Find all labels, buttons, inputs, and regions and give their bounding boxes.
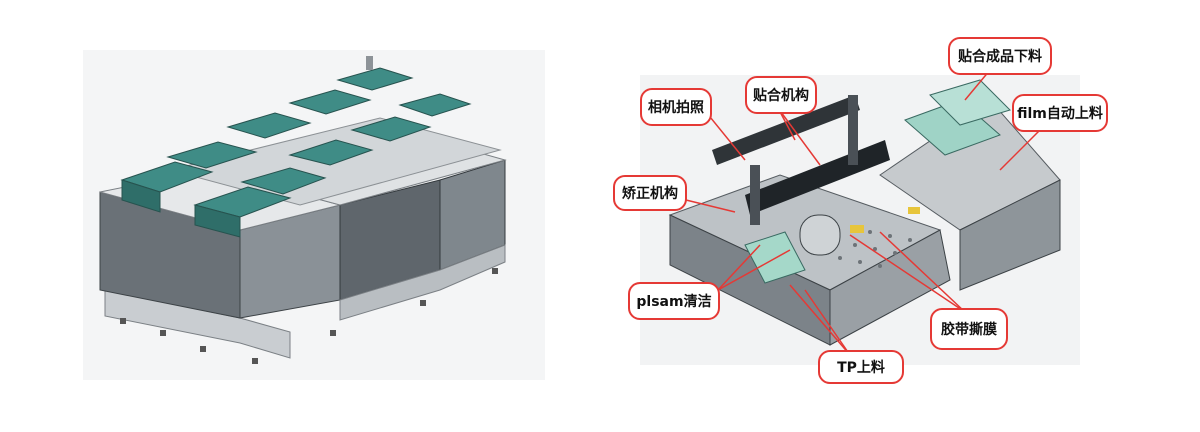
callout-tape: 胶带撕膜 [930,308,1008,350]
lid [288,89,372,115]
lid [240,167,327,195]
callout-camera: 相机拍照 [640,88,712,126]
lid [350,116,432,142]
machine-internal-view [640,69,1080,365]
gantry-upright [750,165,760,225]
machine-exterior-view [83,50,545,380]
gantry-beam-back [712,95,860,165]
yellow-fixture [850,225,864,233]
tape-roller [799,214,841,256]
callout-tp: TP上料 [818,350,904,384]
gantry-upright [848,95,858,165]
callout-film: film自动上料 [1012,94,1108,132]
machine-feet [120,268,498,364]
lid [336,67,414,91]
yellow-fixture [908,207,920,214]
exhaust-stack [366,56,373,70]
lid [194,204,241,238]
callout-plasma: plsam清洁 [628,282,720,320]
callout-unload: 贴合成品下料 [948,37,1052,75]
callout-arrows [685,69,1046,356]
lid [288,139,374,166]
work-holes [838,230,912,268]
callout-correct: 矫正机构 [613,175,687,211]
lid [398,93,472,117]
lid [166,141,258,169]
callout-laminate: 贴合机构 [745,76,817,114]
right-table-front [959,179,1061,291]
right-module-base [339,244,506,321]
lid [226,112,312,139]
unload-tray [929,79,1011,126]
lid [121,179,161,213]
teal-lids [120,67,472,238]
